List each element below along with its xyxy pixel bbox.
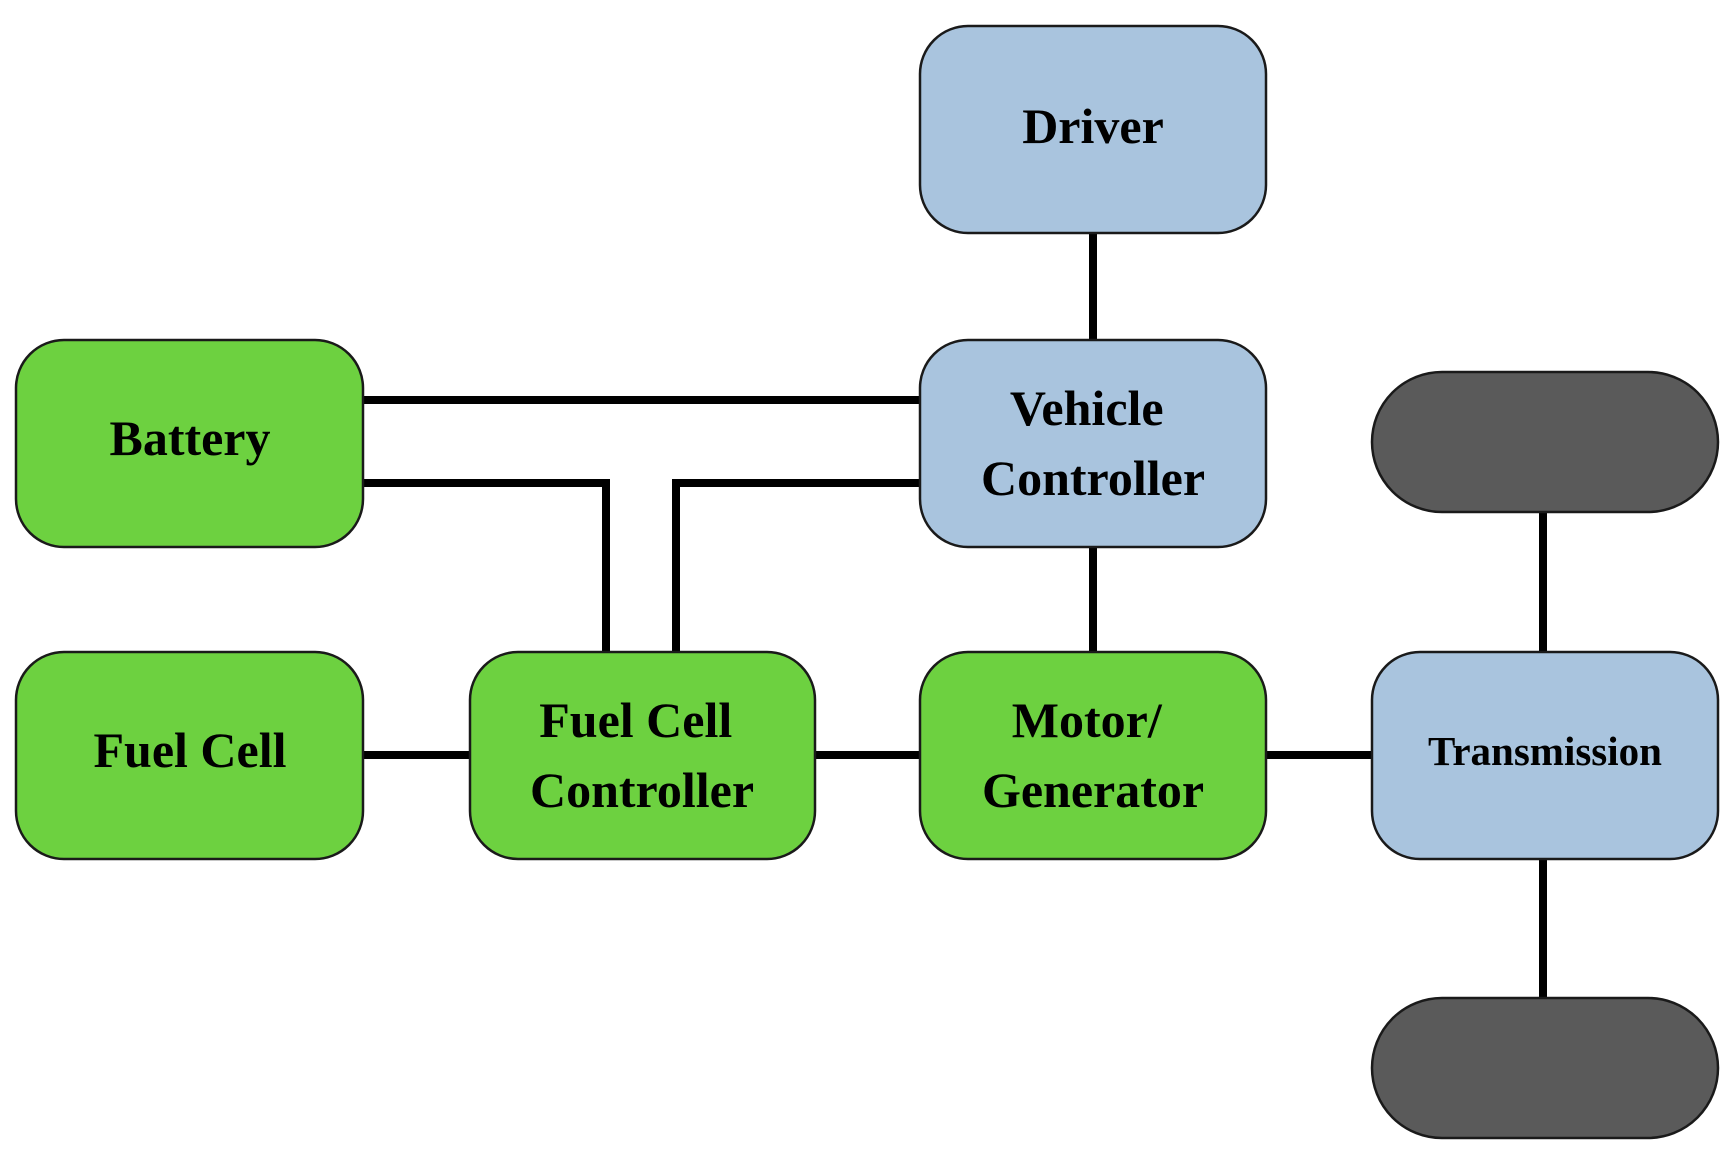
connector-vehicle-controller-fuel-cell-controller <box>672 479 929 656</box>
wheel-top-shape <box>1370 370 1720 514</box>
vehicle-controller-label: Vehicle Controller <box>981 380 1205 506</box>
fuel-cell-box <box>14 650 365 861</box>
battery-label: Battery <box>109 410 270 466</box>
fuel-cell-controller-block: Fuel Cell Controller <box>468 650 817 861</box>
driver-label: Driver <box>1022 98 1164 154</box>
vehicle-controller-box <box>918 338 1268 549</box>
transmission-box <box>1370 650 1720 861</box>
connector-lines <box>359 228 1547 1004</box>
driver-box <box>918 24 1268 235</box>
driver-block: Driver <box>918 24 1268 235</box>
connector-battery-fuel-cell-controller <box>359 479 610 656</box>
transmission-label: Transmission <box>1428 728 1662 774</box>
vehicle-controller-block: Vehicle Controller <box>918 338 1268 549</box>
motor-generator-box <box>918 650 1268 861</box>
battery-box <box>14 338 365 549</box>
wheel-bottom-shape <box>1370 996 1720 1140</box>
motor-generator-block: Motor/ Generator <box>918 650 1268 861</box>
battery-block: Battery <box>14 338 365 549</box>
fuel-cell-controller-box <box>468 650 817 861</box>
transmission-block: Transmission <box>1370 650 1720 861</box>
fuel-cell-controller-label: Fuel Cell Controller <box>530 692 754 818</box>
fuel-cell-block: Fuel Cell <box>14 650 365 861</box>
motor-generator-label: Motor/ Generator <box>982 692 1204 818</box>
fuel-cell-label: Fuel Cell <box>93 722 286 778</box>
